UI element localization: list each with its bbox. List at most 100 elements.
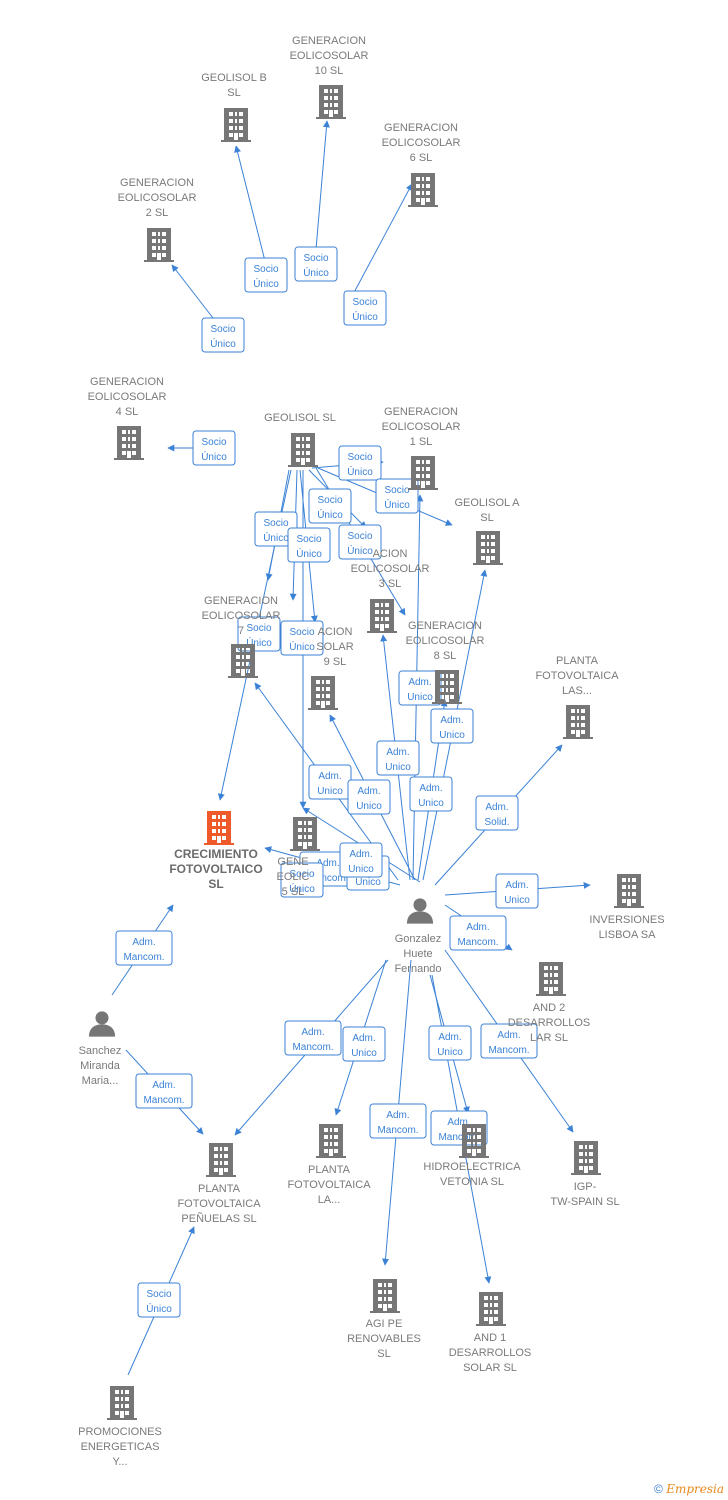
person-icon <box>88 1011 116 1037</box>
node-label-line: PLANTA <box>308 1164 351 1176</box>
relation-edge <box>171 264 214 319</box>
node-label-line: 3 SL <box>379 578 402 590</box>
badge-box <box>449 915 507 951</box>
badge-text: Mancom. <box>123 952 164 963</box>
relation-badge[interactable]: Adm.Unico <box>376 740 420 776</box>
relation-badge[interactable]: Adm.Unico <box>347 779 391 815</box>
company-node-promociones[interactable]: PROMOCIONESENERGETICASY... <box>78 1386 162 1468</box>
relation-badge[interactable]: Adm.Mancom. <box>115 930 173 966</box>
relation-badge[interactable]: Adm.Unico <box>430 708 474 744</box>
copyright-icon: © <box>654 1482 663 1496</box>
company-node-geolisol_b[interactable]: GEOLISOL BSL <box>201 72 267 142</box>
badge-text: Único <box>210 337 236 350</box>
relation-badge[interactable]: Adm.Mancom. <box>449 915 507 951</box>
node-label-line: AND 1 <box>474 1332 506 1344</box>
node-label-line: Y... <box>112 1456 127 1468</box>
relation-badge[interactable]: Adm.Mancom. <box>369 1103 427 1139</box>
node-label-line: 1 SL <box>410 436 433 448</box>
badges-layer: SocioÚnicoSocioÚnicoSocioÚnicoSocioÚnico… <box>115 246 539 1318</box>
badge-box <box>409 776 453 812</box>
badge-box <box>430 708 474 744</box>
node-label-line: EOLICOSOLAR <box>88 391 167 403</box>
relation-badge[interactable]: Adm.Solid. <box>475 795 519 831</box>
company-node-planta_la[interactable]: PLANTAFOTOVOLTAICALA... <box>287 1124 371 1206</box>
relation-badge[interactable]: Adm.Unico <box>428 1025 472 1061</box>
company-node-igp[interactable]: IGP-TW-SPAIN SL <box>550 1141 620 1208</box>
node-label-line: Gonzalez <box>395 933 441 945</box>
badge-box <box>343 290 387 326</box>
relation-badge[interactable]: Adm.Unico <box>339 842 383 878</box>
relation-badge[interactable]: Adm.Unico <box>398 670 442 706</box>
person-node-sanchez[interactable]: SanchezMirandaMaria... <box>79 1011 122 1087</box>
node-label-line: EOLICOSOLAR <box>118 192 197 204</box>
badge-text: Adm. <box>386 747 409 758</box>
company-node-geolisol[interactable]: GEOLISOL SL <box>264 412 336 467</box>
footer-brand: © Empresia <box>654 1482 724 1496</box>
relation-edge <box>314 120 330 262</box>
relation-badge[interactable]: Adm.Unico <box>409 776 453 812</box>
node-label-line: 2 SL <box>146 207 169 219</box>
company-node-planta_las[interactable]: PLANTAFOTOVOLTAICALAS... <box>535 655 619 739</box>
building-icon <box>408 456 438 490</box>
node-label-line: Huete <box>403 948 432 960</box>
badge-text: Adm. <box>505 880 528 891</box>
relation-badge[interactable]: Adm.Mancom. <box>480 1023 538 1059</box>
badge-text: Mancom. <box>143 1095 184 1106</box>
relation-badge[interactable]: Adm.Unico <box>342 1026 386 1062</box>
node-label-line: SL <box>227 87 240 99</box>
node-label-line: SL <box>208 877 223 891</box>
node-label-line: ENERGETICAS <box>81 1441 160 1453</box>
badge-text: Único <box>296 547 322 560</box>
badge-text: Solid. <box>484 817 509 828</box>
badge-text: Único <box>263 531 289 544</box>
badge-box <box>244 257 288 293</box>
badge-text: Adm. <box>349 849 372 860</box>
node-label-line: LAR SL <box>530 1032 568 1044</box>
company-node-geolisol_a[interactable]: GEOLISOL ASL <box>454 497 520 565</box>
relation-badge[interactable]: Adm.Mancom. <box>135 1073 193 1109</box>
relation-badge[interactable]: Adm.Mancom. <box>284 1020 342 1056</box>
building-icon <box>114 426 144 460</box>
node-label-line: ACION <box>318 626 353 638</box>
badge-text: Único <box>317 508 343 521</box>
relation-badge[interactable]: Adm.Unico <box>495 873 539 909</box>
badge-text: Socio <box>146 1289 171 1300</box>
badge-box <box>294 246 338 282</box>
badge-text: Adm. <box>318 771 341 782</box>
building-icon <box>571 1141 601 1175</box>
relation-badge[interactable]: Adm.Unico <box>308 764 352 800</box>
